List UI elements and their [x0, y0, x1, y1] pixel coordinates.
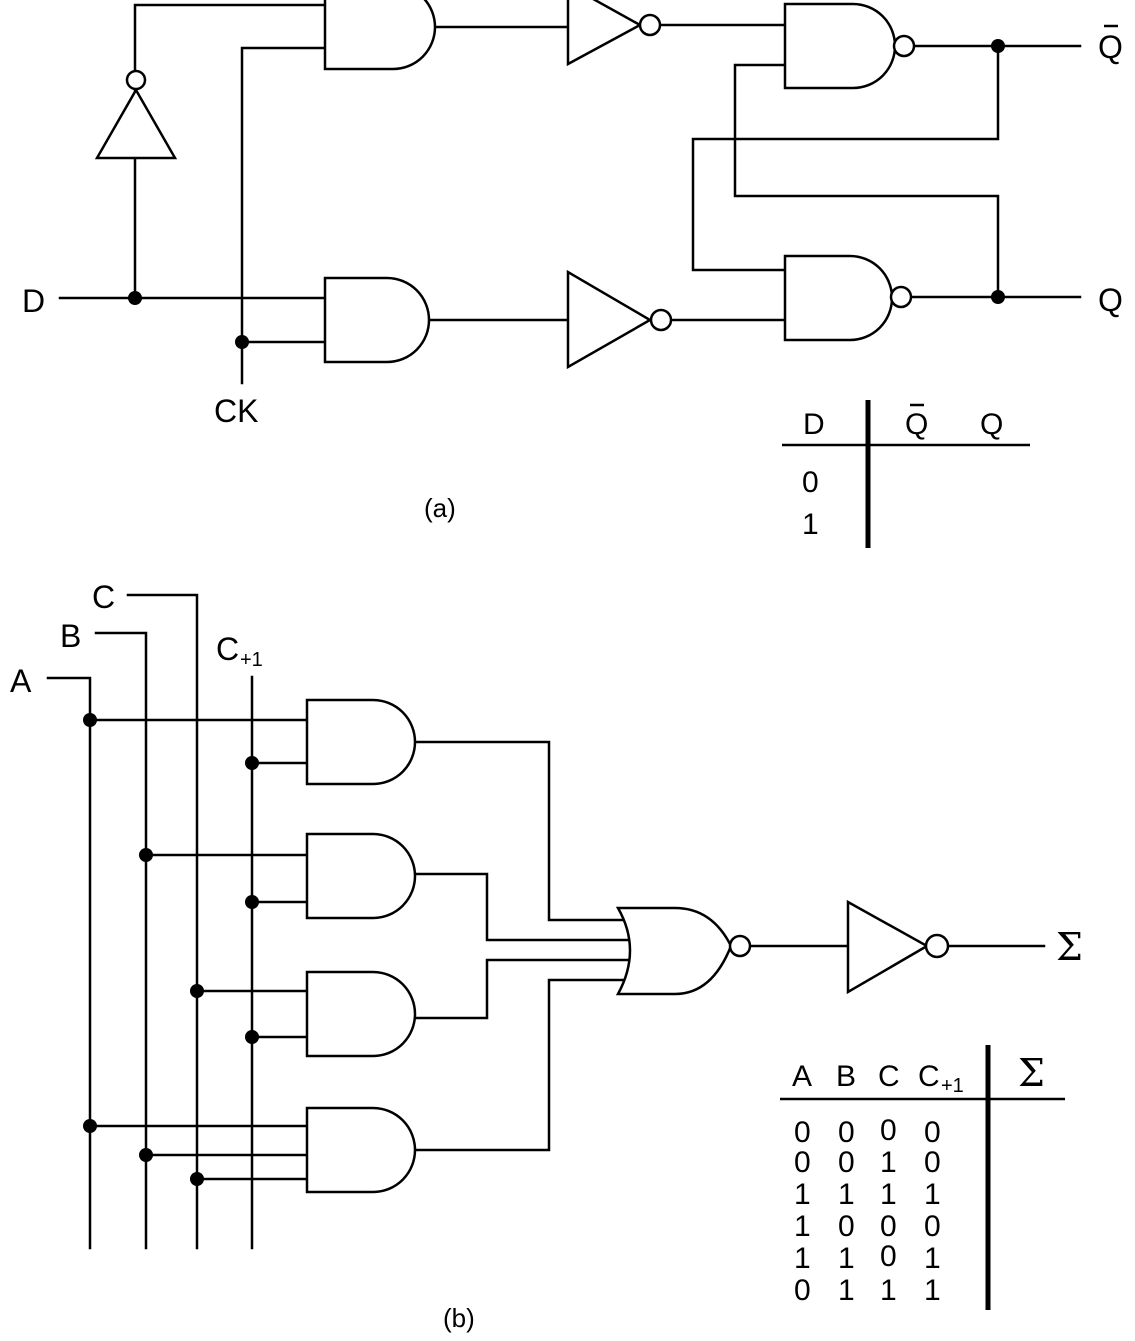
and-gate-2 — [305, 832, 417, 920]
wires-b — [46, 593, 1046, 1250]
nor-gate-bubble — [728, 934, 752, 958]
and-gate-4 — [305, 1106, 417, 1194]
and-gate-3 — [305, 970, 417, 1058]
output-label-q-bar: Q — [1098, 29, 1123, 65]
input-label-c: C — [92, 579, 115, 615]
table-cell: 0 — [924, 1146, 941, 1179]
junction-dot — [991, 290, 1005, 304]
table-a-header-q-bar: Q — [905, 408, 928, 441]
table-a-row-0: 0 — [802, 466, 819, 499]
table-a-row-1: 1 — [802, 508, 819, 541]
junction-dot — [991, 39, 1005, 53]
table-cell: 0 — [924, 1210, 941, 1243]
inverter-sum-bubble — [924, 933, 950, 959]
junction-dot — [245, 895, 259, 909]
table-cell: 0 — [880, 1114, 897, 1147]
table-cell: 1 — [794, 1242, 811, 1275]
input-label-b: B — [60, 618, 81, 654]
table-cell: 1 — [880, 1146, 897, 1179]
caption-b: (b) — [443, 1303, 475, 1333]
junction-dot — [139, 1148, 153, 1162]
wires-a — [58, 3, 1082, 385]
nand-gate-top — [783, 2, 897, 90]
inverter-d-bubble — [125, 69, 147, 91]
table-cell: 1 — [794, 1210, 811, 1243]
and-gate-top — [323, 0, 437, 71]
table-cell: 1 — [924, 1242, 941, 1275]
figure-b: A B C C +1 Σ (b) A B C C +1 Σ 0 0 0 0 0 … — [10, 579, 1083, 1333]
table-b-header-c-plus-1-subscript: +1 — [941, 1075, 964, 1097]
junction-dot — [245, 756, 259, 770]
table-cell: 0 — [880, 1240, 897, 1273]
table-cell: 0 — [794, 1116, 811, 1149]
table-cell: 1 — [924, 1178, 941, 1211]
table-cell: 1 — [880, 1178, 897, 1211]
nand-gate-top-bubble — [892, 34, 916, 58]
inverter-d — [94, 87, 178, 160]
truth-table-a: D Q Q 0 1 — [782, 400, 1030, 548]
table-cell: 1 — [838, 1274, 855, 1307]
junction-dot — [235, 335, 249, 349]
table-a-header-q: Q — [980, 408, 1003, 441]
inverter-sum — [846, 899, 930, 995]
table-b-header-a: A — [792, 1060, 812, 1093]
table-a-header-d: D — [803, 408, 825, 441]
nand-gate-bottom — [783, 254, 894, 342]
inverter-bottom-bubble — [649, 308, 673, 332]
table-b-header-c-plus-1: C — [918, 1060, 940, 1093]
table-cell: 0 — [880, 1210, 897, 1243]
input-label-a: A — [10, 663, 32, 699]
table-cell: 0 — [838, 1210, 855, 1243]
table-cell: 1 — [880, 1274, 897, 1307]
junction-dot — [83, 713, 97, 727]
table-b-rows: 0 0 0 0 0 0 1 0 1 1 1 1 1 0 0 0 1 1 0 1 — [794, 1114, 941, 1307]
table-cell: 0 — [924, 1116, 941, 1149]
input-label-c-plus-1: C — [216, 631, 239, 667]
junction-dot — [190, 984, 204, 998]
input-label-ck: CK — [214, 393, 258, 429]
table-b-header-c: C — [878, 1060, 900, 1093]
table-cell: 1 — [924, 1274, 941, 1307]
table-cell: 0 — [838, 1116, 855, 1149]
junction-dot — [139, 848, 153, 862]
nor-gate — [615, 906, 733, 996]
table-cell: 1 — [838, 1242, 855, 1275]
caption-a: (a) — [424, 493, 456, 523]
table-cell: 0 — [838, 1146, 855, 1179]
and-gate-1 — [305, 698, 417, 786]
junction-dot — [245, 1030, 259, 1044]
input-label-d: D — [22, 283, 45, 319]
junction-dot — [190, 1172, 204, 1186]
inverter-top-bubble — [638, 13, 662, 37]
figure-a: D CK Q Q (a) D Q Q 0 1 — [22, 0, 1123, 548]
output-label-sum: Σ — [1056, 925, 1083, 969]
inverter-top — [566, 0, 643, 67]
table-cell: 1 — [838, 1178, 855, 1211]
truth-table-b: A B C C +1 Σ 0 0 0 0 0 0 1 0 1 1 1 1 1 0 — [780, 1045, 1065, 1310]
table-cell: 1 — [794, 1178, 811, 1211]
input-label-c-plus-1-subscript: +1 — [240, 649, 263, 671]
and-gate-bottom — [323, 276, 431, 364]
junction-dot — [83, 1119, 97, 1133]
output-label-q: Q — [1098, 282, 1123, 318]
nand-gate-bottom-bubble — [889, 285, 913, 309]
table-b-header-sum: Σ — [1018, 1051, 1045, 1095]
junction-dot — [128, 291, 142, 305]
inverter-bottom — [566, 269, 653, 370]
table-cell: 0 — [794, 1146, 811, 1179]
table-cell: 0 — [794, 1274, 811, 1307]
table-b-header-b: B — [836, 1060, 856, 1093]
